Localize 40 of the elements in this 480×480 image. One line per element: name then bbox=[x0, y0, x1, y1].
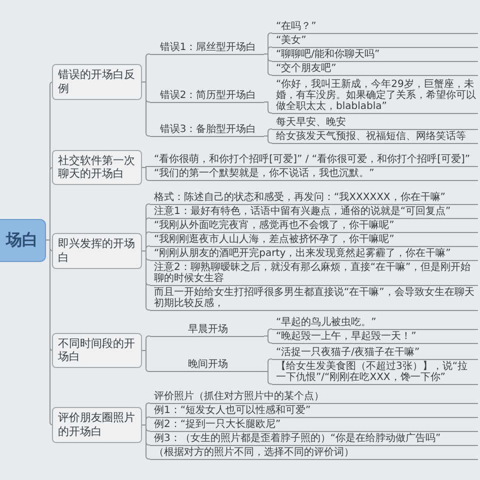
topic-box: 评价朋友圈照片的开场白 bbox=[52, 407, 142, 442]
topic-text: 例2：“捉到一只大长腿欧尼” bbox=[150, 418, 478, 432]
topic-text: “看你很萌，和你打个招呼[可爱]” / “看你很可爱，和你打个招呼[可爱]” bbox=[150, 154, 478, 167]
topic-text: “聊聊吧/能和你聊天吗” bbox=[272, 48, 478, 62]
topic-text: 评价照片（抓住对方照片中的某个点） bbox=[150, 390, 478, 404]
topic-box: 社交软件第一次聊天的开场白 bbox=[52, 150, 142, 185]
topic-text: 格式：陈述自己的状态和感受，再发问：“我XXXXXX，你在干嘛” bbox=[150, 192, 478, 204]
topic-text: 早晨开场 bbox=[150, 324, 264, 336]
topic-box: 即兴发挥的开场白 bbox=[52, 233, 142, 268]
topic-text: “交个朋友吧” bbox=[272, 62, 478, 76]
topic-text: “早起的鸟儿被虫吃。” bbox=[272, 316, 478, 330]
topic-text: “活捉一只夜猫子/夜猫子在干嘛” bbox=[272, 346, 478, 360]
topic-text: “美女” bbox=[272, 34, 478, 48]
topic-text: 注意1：最好有特色，话语中留有兴趣点，通俗的说就是“可回复点” bbox=[150, 206, 478, 218]
topic-text: 每天早安、晚安 bbox=[272, 116, 478, 130]
topic-text: 给女孩发天气预报、祝福短信、网络笑话等 bbox=[272, 130, 478, 144]
topic-text: “在吗？” bbox=[272, 20, 478, 34]
topic-text: 注意2：聊熟聊暧昧之后，就没有那么麻烦，直接“在干嘛”，但是刚开始聊的时候女生容 bbox=[150, 262, 478, 286]
topic-text: “我刚刚逛夜市人山人海，差点被挤怀孕了，你干嘛呢” bbox=[150, 234, 478, 246]
topic-text: 例1：“短发女人也可以性感和可爱” bbox=[150, 404, 478, 418]
central-topic-box: 场白 bbox=[0, 218, 46, 262]
connector-line bbox=[264, 336, 272, 344]
connector-line bbox=[142, 167, 150, 181]
topic-text: （根据对方的照片不同，选择不同的评价词） bbox=[150, 446, 478, 460]
connector-line bbox=[264, 136, 272, 144]
topic-text: 错误1：屌丝型开场白 bbox=[150, 42, 264, 54]
topic-text: “晚起毁一上午，早起毁一天！” bbox=[272, 330, 478, 344]
topic-text: “刚刚从朋友的酒吧开完party，出来发现竟然起雾霾了，你在干嘛” bbox=[150, 248, 478, 260]
topic-text: 晚间开场 bbox=[150, 359, 264, 372]
topic-text: 错误2：简历型开场白 bbox=[150, 90, 264, 102]
topic-text: 例3：（女生的照片都是歪着脖子照的）“你是在给脖动做广告吗” bbox=[150, 432, 478, 446]
topic-text: “我刚从外面吃完夜宵，感觉再也不会饿了，你干嘛呢” bbox=[150, 220, 478, 232]
topic-text: “我们的第一个默契就是，你不说话，我也沉默。” bbox=[150, 168, 478, 181]
topic-text: 错误3：备胎型开场白 bbox=[150, 124, 264, 136]
connector-line bbox=[264, 102, 272, 114]
topic-box: 错误的开场白反例 bbox=[52, 64, 142, 100]
topic-text: “你好，我叫王新成，今年29岁，巨蟹座，未婚，有车没房。如果确定了关系，希望你可以做全职太太，blablabla” bbox=[272, 78, 478, 114]
topic-box: 不同时间段的开场白 bbox=[52, 332, 142, 368]
topic-text: 而且一开始给女生打招呼很多男生都直接说“在干嘛”，会导致女生在聊天初期比较反感， bbox=[150, 286, 478, 310]
topic-text: 【给女生发美食图（不超过3张）】，说“拉一下仇恨”/“刚刚在吃XXX，馋一下你” bbox=[272, 360, 478, 384]
